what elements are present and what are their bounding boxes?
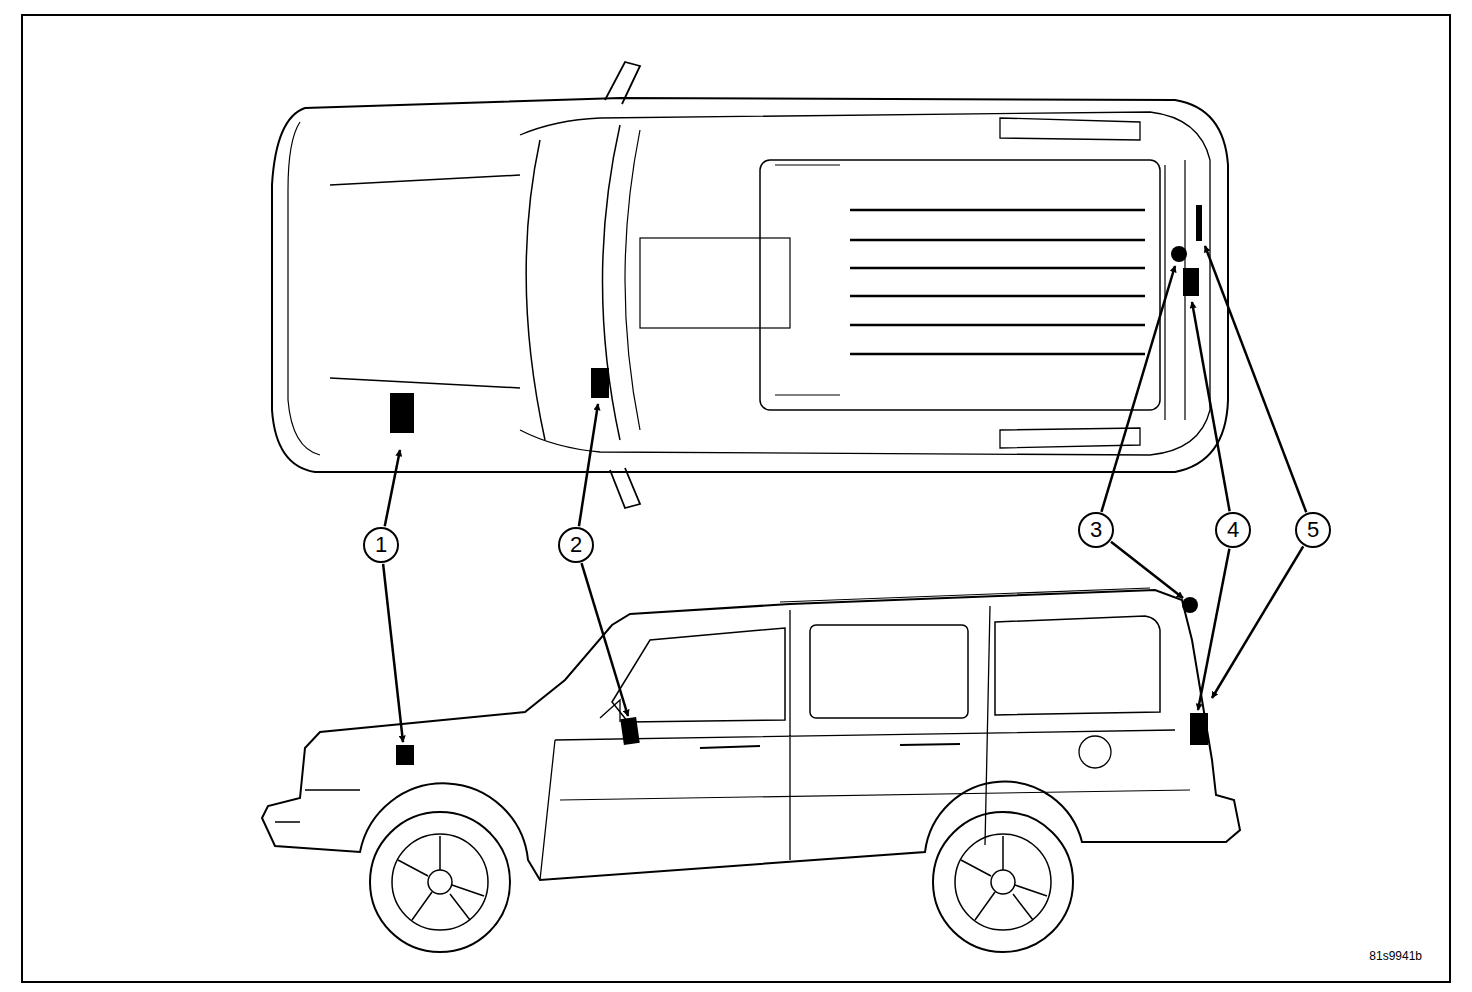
leader-line: [1205, 246, 1306, 512]
frame: [22, 15, 1450, 982]
callout-circle: 3: [1078, 512, 1114, 548]
location-marks: [390, 205, 1208, 765]
callout-number: 2: [570, 534, 582, 556]
leader-line: [385, 450, 400, 526]
leader-line: [582, 563, 628, 716]
leader-line: [1212, 546, 1303, 698]
callout-number: 4: [1227, 519, 1239, 541]
leader-line: [383, 564, 403, 742]
leader-line: [1101, 266, 1175, 512]
leader-line: [1192, 302, 1230, 511]
callout-number: 5: [1307, 519, 1319, 541]
callout-number: 3: [1090, 519, 1102, 541]
leader-line: [1198, 549, 1229, 710]
leader-line: [579, 404, 598, 526]
callout-circle: 5: [1295, 512, 1331, 548]
leader-line: [1111, 542, 1183, 598]
callout-circle: 4: [1215, 512, 1251, 548]
top-view: [272, 62, 1228, 508]
side-view: [262, 588, 1240, 952]
callout-number: 1: [375, 534, 387, 556]
figure-id: 81s9941b: [1367, 949, 1424, 963]
callout-circle: 1: [363, 527, 399, 563]
callout-circle: 2: [558, 527, 594, 563]
